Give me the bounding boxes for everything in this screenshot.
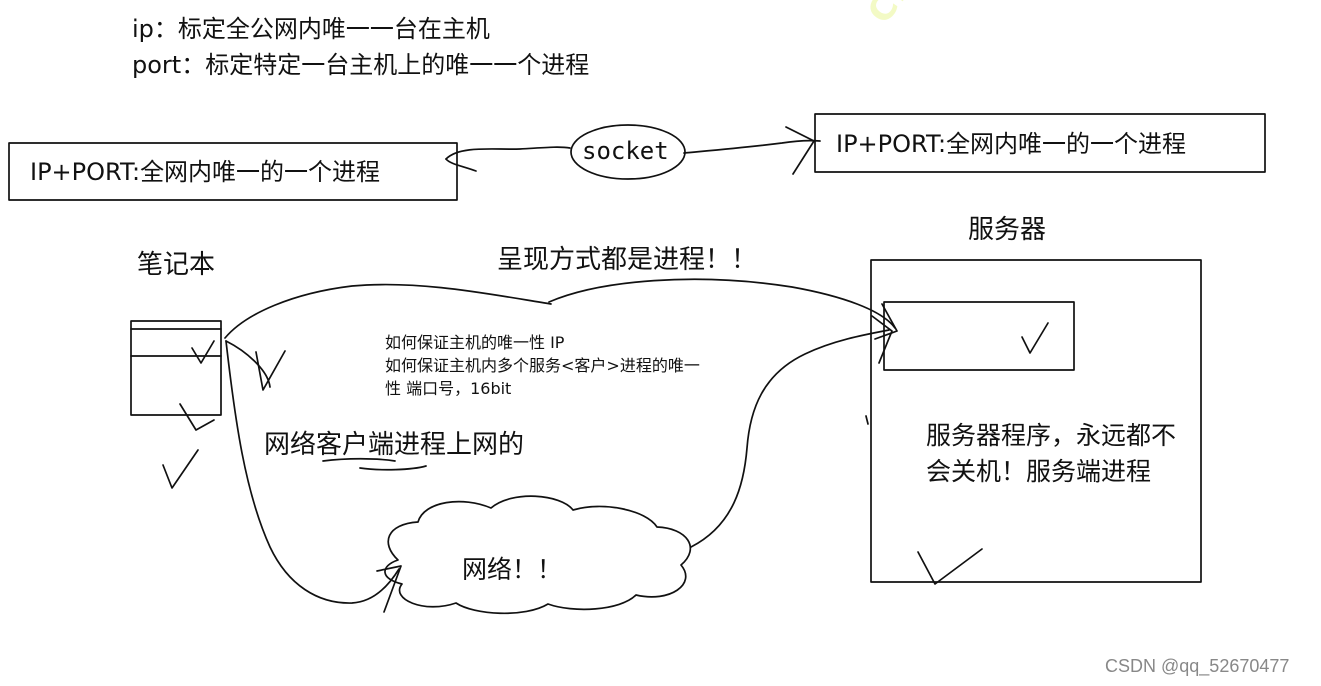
laptop-hook-arrowhead (255, 350, 286, 391)
network-cloud (384, 495, 692, 615)
socket-label: socket (582, 137, 669, 165)
laptop-network-curve (225, 340, 400, 604)
port-definition-line: port：标定特定一台主机上的唯一一个进程 (132, 51, 590, 79)
network-label: 网络！！ (462, 555, 563, 584)
server-right-arrowhead (871, 315, 893, 364)
server-check-2 (917, 548, 983, 585)
left-process-label: IP+PORT:全网内唯一的一个进程 (30, 158, 381, 186)
server-label: 服务器 (968, 215, 1047, 245)
socket-ellipse (570, 124, 686, 180)
server-mark-tick (865, 415, 869, 425)
left-socket-curl (445, 158, 477, 172)
server-process-box (883, 301, 1075, 371)
right-process-box (814, 113, 1266, 173)
laptop-box (130, 320, 222, 416)
laptop-check-3 (162, 449, 199, 489)
laptop-server-top-curve-left (224, 283, 552, 339)
socket-right-link (683, 139, 821, 154)
server-top-arrowhead (874, 303, 898, 340)
middle-note: 如何保证主机的唯一性 IP 如何保证主机内多个服务<客户>进程的唯一 性 端口号… (385, 333, 700, 399)
laptop-check-1 (191, 340, 215, 364)
client-note-underline-2 (359, 465, 427, 471)
footer-credit: CSDN @qq_52670477 (1105, 656, 1290, 676)
client-process-note: 网络客户端进程上网的 (264, 430, 525, 460)
server-box (870, 259, 1202, 583)
left-process-box (8, 142, 458, 201)
right-process-label: IP+PORT:全网内唯一的一个进程 (836, 130, 1187, 158)
laptop-check-2 (179, 403, 215, 431)
network-server-curve (690, 329, 890, 548)
left-socket-link (445, 146, 571, 160)
ip-definition-line: ip：标定全公网内唯一一台在主机 (132, 15, 490, 43)
top-note: 呈现方式都是进程！！ (497, 245, 758, 275)
laptop-server-top-curve-right (548, 278, 896, 329)
socket-right-arrowhead (785, 126, 815, 175)
client-note-underline (322, 457, 396, 462)
server-check-1 (1021, 322, 1049, 354)
server-program-note: 服务器程序，永远都不 会关机！服务端进程 (926, 421, 1177, 487)
laptop-label: 笔记本 (137, 250, 216, 280)
laptop-hook-curve (225, 340, 271, 388)
